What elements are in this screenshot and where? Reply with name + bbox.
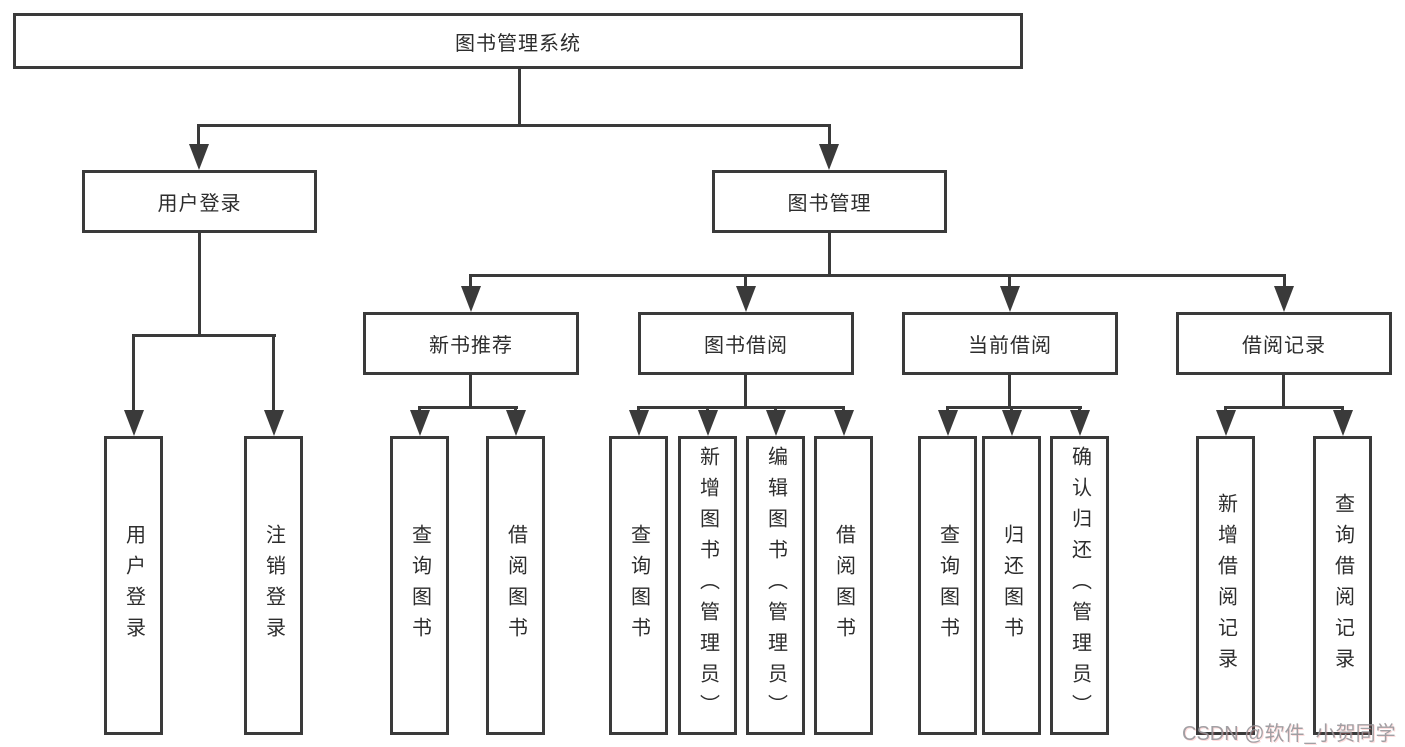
arrow-down-icon — [938, 410, 958, 436]
leaf-borrow-book: 借阅图书 — [814, 436, 873, 735]
connector-line — [469, 274, 1286, 277]
arrow-down-icon — [461, 286, 481, 312]
arrow-down-icon — [766, 410, 786, 436]
node-label: 图书管理 — [787, 193, 872, 215]
connector-line — [272, 334, 275, 414]
leaf-edit-book-admin: 编辑图书（管理员） — [746, 436, 805, 735]
node-label: 借阅记录 — [1242, 335, 1326, 357]
connector-line — [132, 334, 135, 414]
arrow-down-icon — [1002, 410, 1022, 436]
leaf-confirm-return-admin: 确认归还（管理员） — [1050, 436, 1109, 735]
arrow-down-icon — [834, 410, 854, 436]
connector-line — [1282, 375, 1285, 409]
leaf-add-borrow-record: 新增借阅记录 — [1196, 436, 1255, 735]
leaf-label: 用户登录 — [122, 523, 145, 648]
node-label: 图书借阅 — [704, 335, 788, 357]
leaf-label: 查询借阅记录 — [1331, 492, 1354, 679]
arrow-down-icon — [264, 410, 284, 436]
leaf-label: 新增图书（管理员） — [696, 446, 719, 725]
connector-line — [744, 375, 747, 409]
leaf-label: 编辑图书（管理员） — [764, 446, 787, 725]
leaf-query-book: 查询图书 — [918, 436, 977, 735]
node-label: 用户登录 — [157, 193, 242, 215]
connector-line — [418, 406, 518, 409]
arrow-down-icon — [736, 286, 756, 312]
arrow-down-icon — [1000, 286, 1020, 312]
node-current-borrow: 当前借阅 — [902, 312, 1118, 375]
leaf-logout: 注销登录 — [244, 436, 303, 735]
arrow-down-icon — [1274, 286, 1294, 312]
leaf-label: 新增借阅记录 — [1214, 492, 1237, 679]
leaf-label: 查询图书 — [936, 523, 959, 648]
node-root: 图书管理系统 — [13, 13, 1023, 69]
connector-line — [828, 124, 831, 146]
node-label: 新书推荐 — [429, 335, 513, 357]
arrow-down-icon — [1333, 410, 1353, 436]
connector-line — [469, 274, 472, 288]
leaf-label: 确认归还（管理员） — [1068, 446, 1091, 725]
leaf-query-book: 查询图书 — [390, 436, 449, 735]
connector-line — [637, 406, 845, 409]
arrow-down-icon — [189, 144, 209, 170]
connector-line — [518, 69, 521, 127]
leaf-label: 归还图书 — [1000, 523, 1023, 648]
arrow-down-icon — [1070, 410, 1090, 436]
leaf-label: 查询图书 — [408, 523, 431, 648]
connector-line — [1224, 406, 1344, 409]
leaf-borrow-book: 借阅图书 — [486, 436, 545, 735]
leaf-return-book: 归还图书 — [982, 436, 1041, 735]
arrow-down-icon — [819, 144, 839, 170]
connector-line — [197, 124, 200, 146]
node-book-management: 图书管理 — [712, 170, 947, 233]
arrow-down-icon — [629, 410, 649, 436]
node-book-borrow: 图书借阅 — [638, 312, 854, 375]
connector-line — [132, 334, 276, 337]
node-new-book-recommend: 新书推荐 — [363, 312, 579, 375]
arrow-down-icon — [124, 410, 144, 436]
connector-line — [744, 274, 747, 288]
arrow-down-icon — [698, 410, 718, 436]
connector-line — [828, 233, 831, 277]
arrow-down-icon — [410, 410, 430, 436]
node-user-login: 用户登录 — [82, 170, 317, 233]
leaf-query-book: 查询图书 — [609, 436, 668, 735]
connector-line — [946, 406, 1082, 409]
leaf-label: 查询图书 — [627, 523, 650, 648]
node-root-label: 图书管理系统 — [455, 32, 581, 55]
node-borrow-record: 借阅记录 — [1176, 312, 1392, 375]
leaf-label: 借阅图书 — [832, 523, 855, 648]
connector-line — [198, 233, 201, 337]
connector-line — [1008, 375, 1011, 409]
connector-line — [1008, 274, 1011, 288]
leaf-query-borrow-record: 查询借阅记录 — [1313, 436, 1372, 735]
arrow-down-icon — [506, 410, 526, 436]
connector-line — [1283, 274, 1286, 288]
csdn-watermark: CSDN @软件_小贺同学 — [1182, 723, 1396, 745]
leaf-user-login: 用户登录 — [104, 436, 163, 735]
leaf-add-book-admin: 新增图书（管理员） — [678, 436, 737, 735]
connector-line — [197, 124, 831, 127]
arrow-down-icon — [1216, 410, 1236, 436]
node-label: 当前借阅 — [968, 335, 1052, 357]
leaf-label: 借阅图书 — [504, 523, 527, 648]
leaf-label: 注销登录 — [262, 523, 285, 648]
connector-line — [469, 375, 472, 409]
